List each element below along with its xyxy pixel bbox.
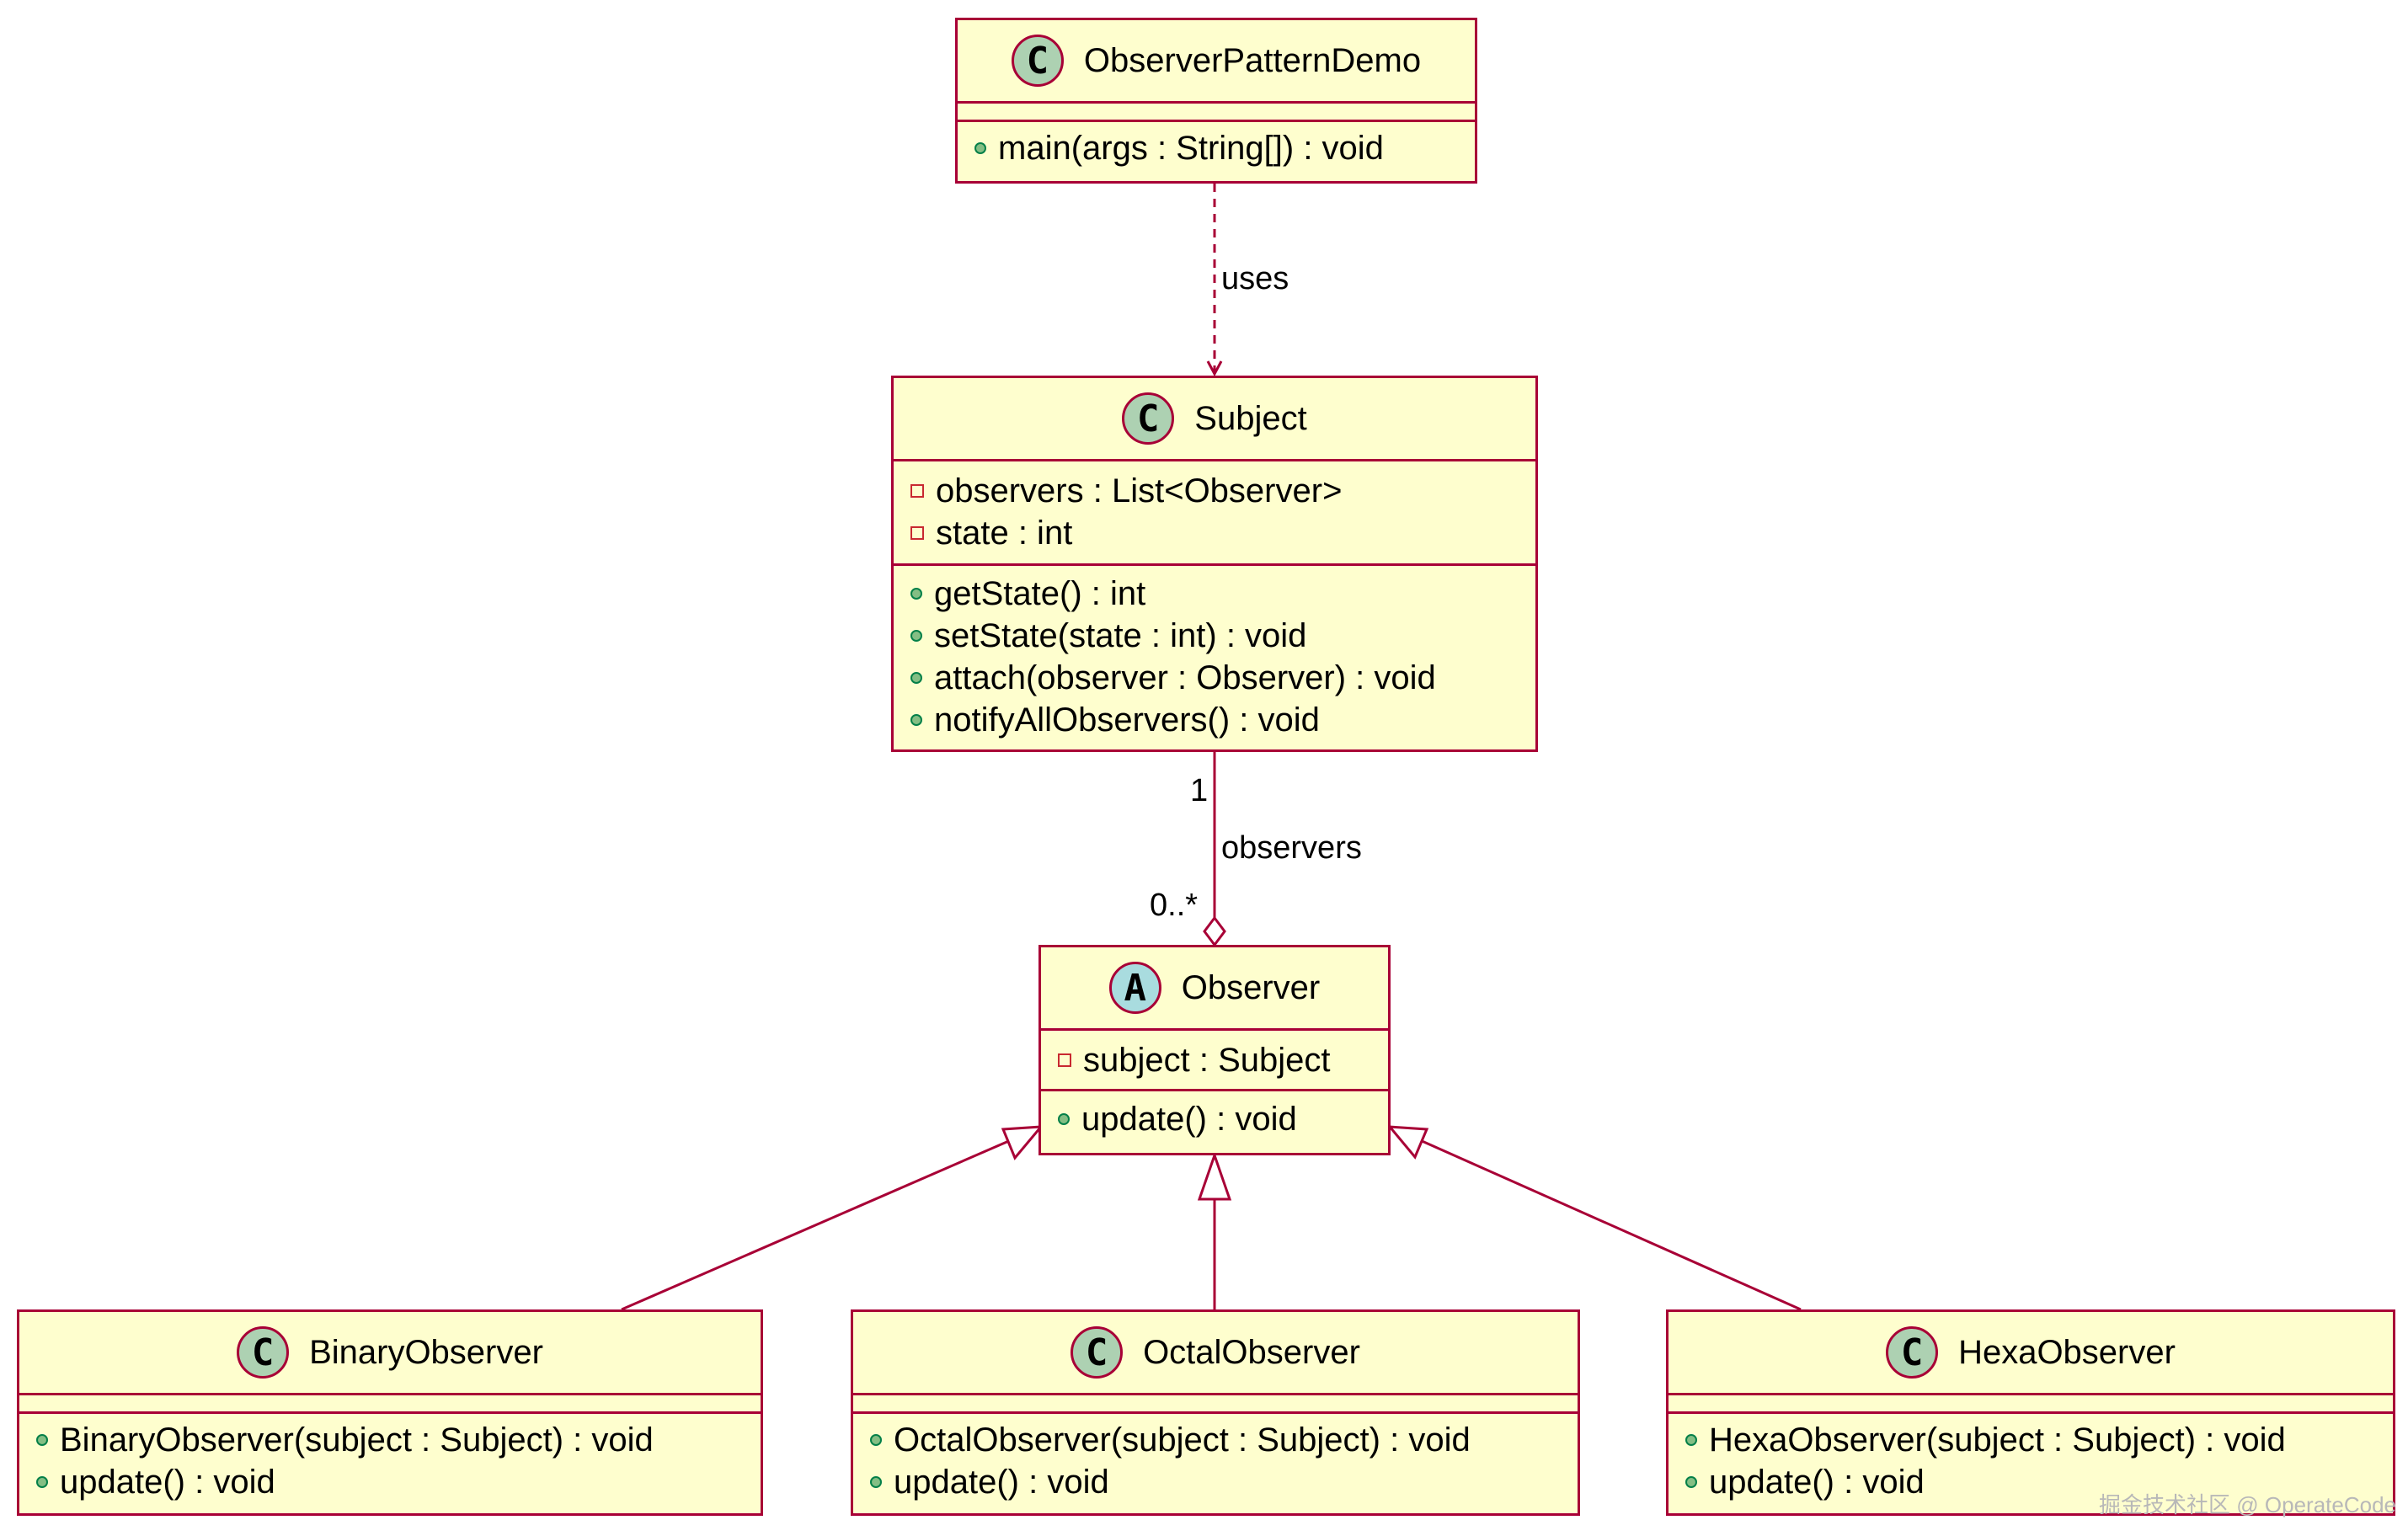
method-item: setState(state : int) : void (894, 615, 1535, 657)
field-item: subject : Subject (1041, 1039, 1388, 1081)
public-visibility-icon (974, 142, 986, 154)
method-signature: OctalObserver(subject : Subject) : void (894, 1421, 1471, 1459)
methods-compartment: main(args : String[]) : void (958, 120, 1475, 169)
method-signature: main(args : String[]) : void (998, 129, 1384, 167)
public-visibility-icon (870, 1476, 882, 1488)
public-visibility-icon (910, 714, 922, 726)
method-signature: update() : void (894, 1463, 1109, 1501)
fields-compartment (958, 101, 1475, 120)
class-header: C HexaObserver (1669, 1312, 2393, 1393)
fields-compartment: subject : Subject (1041, 1028, 1388, 1089)
method-signature: setState(state : int) : void (934, 616, 1307, 654)
method-item: update() : void (1669, 1461, 2393, 1503)
class-name: Observer (1181, 968, 1321, 1006)
field-signature: state : int (936, 514, 1073, 552)
binary-generalization-arrow (1001, 1125, 1044, 1160)
class-hexa-observer[interactable]: C HexaObserver HexaObserver(subject : Su… (1666, 1309, 2395, 1516)
method-item: update() : void (1041, 1098, 1388, 1140)
class-name: HexaObserver (1958, 1333, 2176, 1371)
public-visibility-icon (910, 672, 922, 684)
method-item: BinaryObserver(subject : Subject) : void (19, 1419, 761, 1461)
aggregation-diamond (1203, 915, 1226, 947)
methods-compartment: BinaryObserver(subject : Subject) : void… (19, 1411, 761, 1503)
field-item: observers : List<Observer> (894, 470, 1535, 512)
method-signature: notifyAllObservers() : void (934, 701, 1320, 739)
octal-generalization-arrow (1197, 1151, 1232, 1201)
class-observer-pattern-demo[interactable]: C ObserverPatternDemo main(args : String… (955, 18, 1477, 184)
hexa-generalization-arrow (1386, 1125, 1429, 1160)
class-header: C BinaryObserver (19, 1312, 761, 1393)
public-visibility-icon (1685, 1476, 1697, 1488)
public-visibility-icon (1685, 1434, 1697, 1446)
binary-generalization-line (621, 1139, 1012, 1311)
public-visibility-icon (910, 588, 922, 600)
class-observer[interactable]: A Observer subject : Subject update() : … (1038, 945, 1391, 1155)
public-visibility-icon (36, 1434, 48, 1446)
fields-compartment (853, 1393, 1578, 1411)
class-name: Subject (1194, 399, 1307, 437)
private-visibility-icon (910, 526, 924, 540)
fields-compartment (1669, 1393, 2393, 1411)
watermark-text: 掘金技术社区 @ OperateCode (2099, 1492, 2396, 1517)
class-subject[interactable]: C Subject observers : List<Observer> sta… (891, 376, 1538, 752)
class-header: C Subject (894, 378, 1535, 459)
method-item: main(args : String[]) : void (958, 127, 1475, 169)
private-visibility-icon (1058, 1053, 1071, 1067)
method-item: HexaObserver(subject : Subject) : void (1669, 1419, 2393, 1461)
class-header: A Observer (1041, 947, 1388, 1028)
methods-compartment: HexaObserver(subject : Subject) : void u… (1669, 1411, 2393, 1503)
field-signature: subject : Subject (1083, 1041, 1331, 1079)
class-name: BinaryObserver (309, 1333, 543, 1371)
field-item: state : int (894, 512, 1535, 554)
method-signature: update() : void (1081, 1100, 1297, 1138)
method-signature: update() : void (60, 1463, 275, 1501)
method-signature: BinaryObserver(subject : Subject) : void (60, 1421, 654, 1459)
fields-compartment (19, 1393, 761, 1411)
public-visibility-icon (870, 1434, 882, 1446)
association-label: observers (1221, 830, 1362, 866)
association-target-multiplicity: 0..* (1150, 888, 1199, 923)
class-stereotype-icon: C (1071, 1326, 1124, 1379)
method-signature: attach(observer : Observer) : void (934, 659, 1436, 696)
method-item: notifyAllObservers() : void (894, 699, 1535, 741)
class-stereotype-icon: C (1011, 35, 1064, 87)
method-item: OctalObserver(subject : Subject) : void (853, 1419, 1578, 1461)
public-visibility-icon (910, 630, 922, 642)
method-item: update() : void (19, 1461, 761, 1503)
class-name: ObserverPatternDemo (1083, 41, 1422, 79)
field-signature: observers : List<Observer> (936, 472, 1343, 509)
class-octal-observer[interactable]: C OctalObserver OctalObserver(subject : … (851, 1309, 1580, 1516)
method-signature: update() : void (1709, 1463, 1925, 1501)
method-item: update() : void (853, 1461, 1578, 1503)
fields-compartment: observers : List<Observer> state : int (894, 459, 1535, 563)
method-item: attach(observer : Observer) : void (894, 657, 1535, 699)
uses-label: uses (1221, 261, 1289, 296)
abstract-stereotype-icon: A (1108, 962, 1161, 1014)
method-item: getState() : int (894, 573, 1535, 615)
method-signature: getState() : int (934, 574, 1146, 612)
public-visibility-icon (1058, 1113, 1070, 1125)
method-signature: HexaObserver(subject : Subject) : void (1709, 1421, 2286, 1459)
class-name: OctalObserver (1143, 1333, 1360, 1371)
methods-compartment: OctalObserver(subject : Subject) : void … (853, 1411, 1578, 1503)
hexa-generalization-line (1419, 1139, 1802, 1311)
class-binary-observer[interactable]: C BinaryObserver BinaryObserver(subject … (17, 1309, 763, 1516)
class-header: C ObserverPatternDemo (958, 20, 1475, 101)
class-stereotype-icon: C (1886, 1326, 1939, 1379)
methods-compartment: update() : void (1041, 1089, 1388, 1140)
class-header: C OctalObserver (853, 1312, 1578, 1393)
methods-compartment: getState() : int setState(state : int) :… (894, 563, 1535, 741)
class-stereotype-icon: C (1122, 392, 1175, 445)
private-visibility-icon (910, 484, 924, 498)
association-source-multiplicity: 1 (1190, 773, 1209, 808)
class-stereotype-icon: C (237, 1326, 290, 1379)
public-visibility-icon (36, 1476, 48, 1488)
